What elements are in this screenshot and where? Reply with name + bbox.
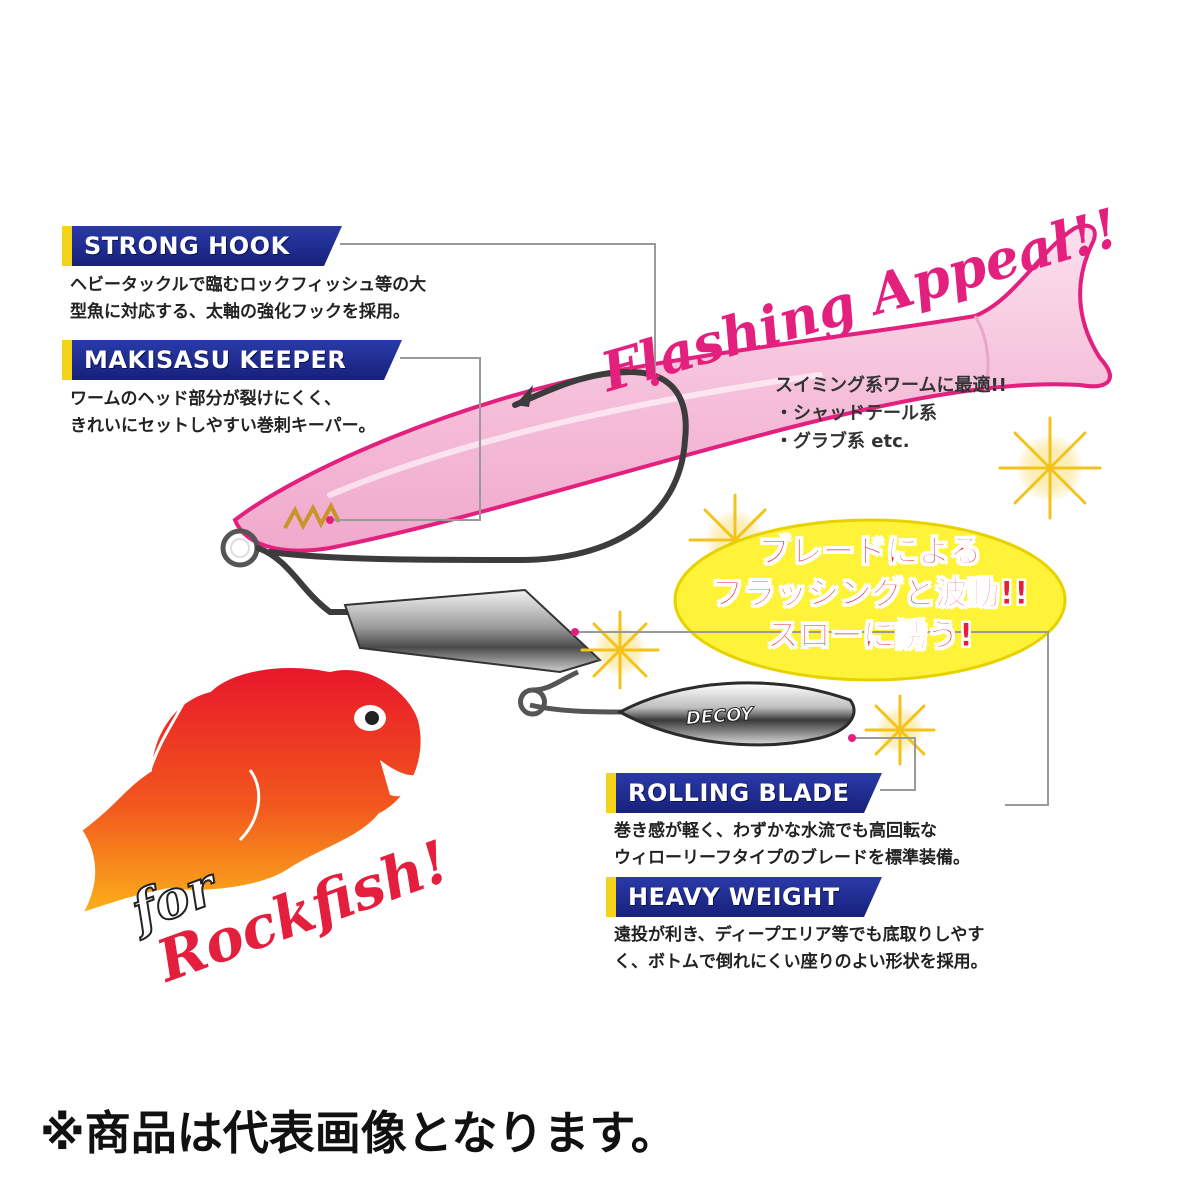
leader-dots: [326, 378, 856, 742]
swivel-chain: [518, 669, 626, 717]
sparkle-group: [580, 416, 1102, 766]
hook-wire: [255, 368, 689, 615]
feature-desc-rolling-blade: 巻き感が軽く、わずかな水流でも高回転な ウィローリーフタイプのブレードを標準装備…: [614, 821, 970, 868]
feature-title-rolling-blade: ROLLING BLADE: [606, 773, 882, 813]
bubble-callout-text: ブレードによる フラッシングと波動!! スローに誘う!: [711, 532, 1029, 655]
leader-lines: [330, 243, 1049, 806]
rockfish-illustration: [75, 656, 425, 919]
feature-desc-heavy-weight: 遠投が利き、ディープエリア等でも底取りしやす く、ボトムで倒れにくい座りのよい形…: [614, 925, 988, 972]
feature-title-strong-hook: STRONG HOOK: [62, 226, 342, 266]
feature-desc-strong-hook: ヘビータックルで臨むロックフィッシュ等の大 型魚に対応する、太軸の強化フックを採…: [70, 275, 427, 322]
rolling-blade: [616, 681, 856, 747]
keeper-coil: [283, 501, 341, 531]
feature-desc-makisasu-keeper: ワームのヘッド部分が裂けにくく、 きれいにセットしやすい巻刺キーパー。: [70, 389, 376, 436]
worm-tail-joint: [973, 315, 990, 393]
footer-note: ※商品は代表画像となります。: [40, 1106, 677, 1160]
feature-title-makisasu-keeper: MAKISASU KEEPER: [62, 340, 402, 380]
line-eye: [220, 528, 260, 568]
feature-title-heavy-weight: HEAVY WEIGHT: [606, 877, 882, 917]
swimming-worm-notes: スイミング系ワームに最適!! ・シャッドテール系 ・グラブ系 etc.: [775, 375, 1007, 452]
callout-bubble: [673, 518, 1067, 682]
worm-highlight: [327, 372, 823, 498]
weight-head: [343, 588, 602, 674]
